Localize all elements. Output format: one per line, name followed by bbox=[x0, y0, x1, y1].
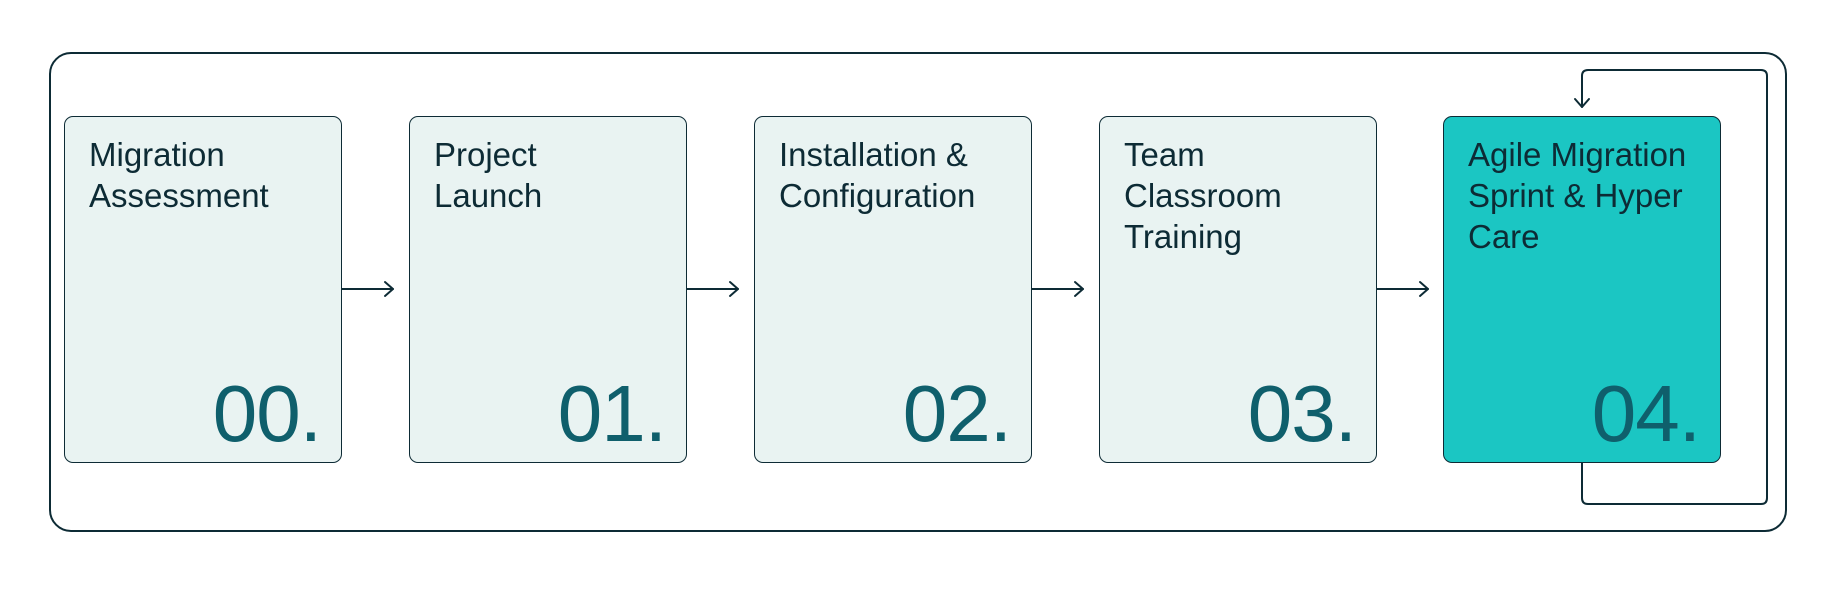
step-label: Project Launch bbox=[434, 136, 543, 214]
step-team-classroom-training: Team Classroom Training 03. bbox=[1099, 116, 1377, 463]
arrow-right-icon bbox=[1031, 281, 1084, 297]
step-installation-configuration: Installation & Configuration 02. bbox=[754, 116, 1032, 463]
step-label: Agile Migration Sprint & Hyper Care bbox=[1468, 136, 1687, 255]
step-label: Migration Assessment bbox=[89, 136, 269, 214]
step-label: Team Classroom Training bbox=[1124, 136, 1282, 255]
step-label: Installation & Configuration bbox=[779, 136, 976, 214]
step-number: 04. bbox=[1591, 369, 1701, 458]
process-frame bbox=[49, 52, 1787, 532]
arrow-right-icon bbox=[341, 281, 394, 297]
step-agile-migration-sprint: Agile Migration Sprint & Hyper Care 04. bbox=[1443, 116, 1721, 463]
step-number: 03. bbox=[1247, 369, 1357, 458]
arrow-right-icon bbox=[1376, 281, 1429, 297]
arrow-right-icon bbox=[686, 281, 739, 297]
step-number: 02. bbox=[902, 369, 1012, 458]
step-project-launch: Project Launch 01. bbox=[409, 116, 687, 463]
step-number: 00. bbox=[212, 369, 322, 458]
step-migration-assessment: Migration Assessment 00. bbox=[64, 116, 342, 463]
step-number: 01. bbox=[557, 369, 667, 458]
loop-back-arrow-icon bbox=[1574, 69, 1768, 505]
